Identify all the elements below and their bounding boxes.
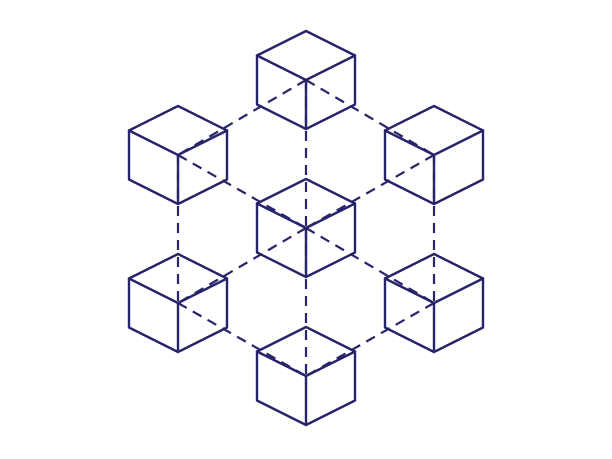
cube-top-face-edge bbox=[255, 54, 357, 82]
link-top-to-upper-left bbox=[177, 79, 307, 156]
cube-node-bottom bbox=[255, 325, 357, 427]
link-top-to-upper-right bbox=[305, 79, 435, 156]
cube-node-top bbox=[255, 29, 357, 131]
link-center-to-lower-left bbox=[177, 227, 307, 304]
link-lower-right-to-bottom bbox=[305, 302, 435, 377]
cube-node-upper-right bbox=[383, 104, 485, 206]
link-upper-right-to-center bbox=[305, 154, 435, 229]
cube-node-lower-right bbox=[383, 252, 485, 354]
cube-nodes bbox=[127, 29, 485, 427]
cube-node-center bbox=[255, 177, 357, 279]
link-center-to-lower-right bbox=[305, 227, 435, 304]
link-lower-left-to-bottom bbox=[177, 302, 307, 377]
cube-node-lower-left bbox=[127, 252, 229, 354]
link-upper-left-to-center bbox=[177, 154, 307, 229]
cube-node-upper-left bbox=[127, 104, 229, 206]
